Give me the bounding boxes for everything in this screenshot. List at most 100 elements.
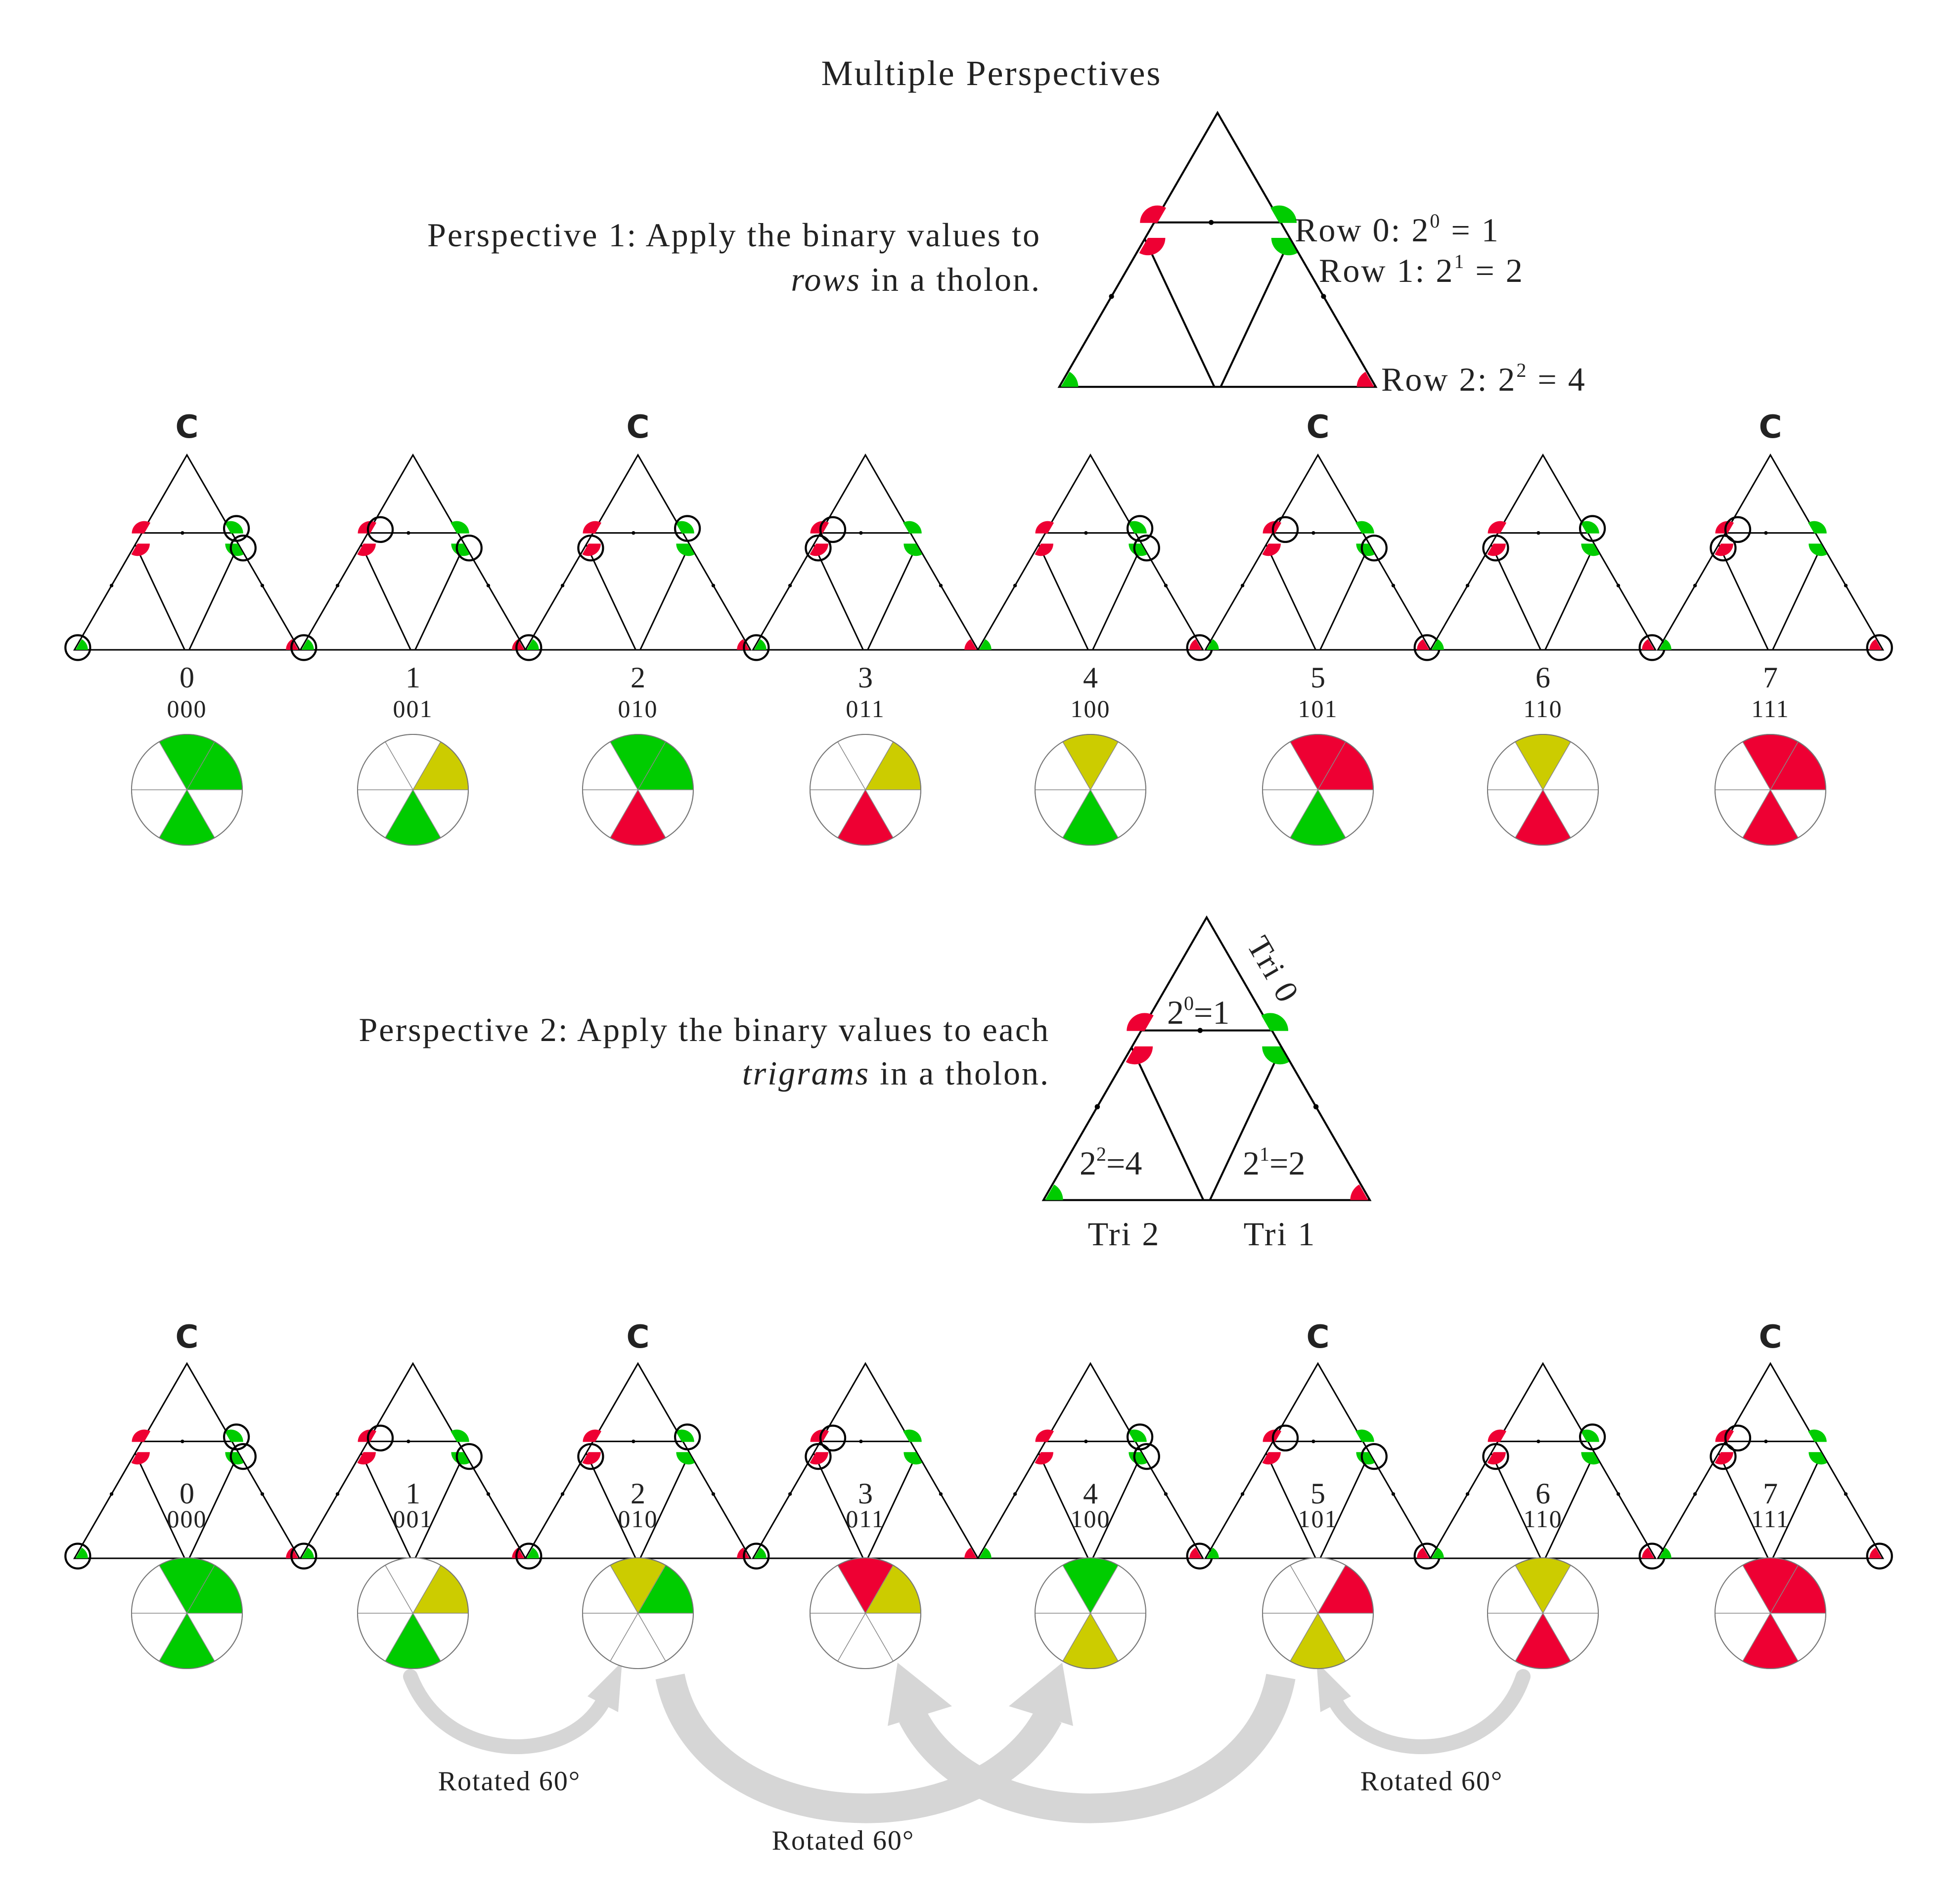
tholon-2 [515,453,752,661]
selection-circle [1579,515,1606,542]
green-marker-row2 [526,639,539,650]
arrow-right [1316,1662,1531,1754]
wheel-divider [1770,741,1799,790]
green-marker-row0 [225,521,243,534]
wheel-divider [1290,741,1318,790]
wheel-divider [412,789,441,838]
selection-circle [577,534,604,562]
tholon-number: 4 [1083,661,1098,694]
green-marker-row2 [301,1547,314,1559]
tholon-dot-1 [560,1492,565,1496]
tholon-right-inner-line [188,544,240,650]
wheel-divider [1062,789,1091,838]
tholon-dot-0 [1536,1439,1540,1444]
tholon-dot-0 [859,1439,863,1444]
trigram-wheel [582,734,694,846]
wheel-divider [159,789,187,838]
tholon-1 [290,453,527,661]
red-marker-row2 [1642,639,1655,650]
tholon-dot-0 [1764,1439,1768,1444]
wheel-divider [1317,1613,1346,1662]
tholon-0 [64,453,301,661]
wheel-top-left-inner [385,1558,441,1613]
tholon-outline [751,453,980,651]
arrow-middle-a-head [1009,1663,1073,1726]
tholon-number: 1 [406,661,420,694]
red-marker-row2 [512,639,525,650]
selection-circle [1710,1443,1737,1470]
row1-label: Row 1: 21 = 2 [1319,250,1524,289]
red-marker-row2 [737,639,750,650]
selection-circle [1360,1443,1388,1470]
trigram-wheel [357,734,469,846]
tholon-dot-2 [1616,1492,1621,1496]
tholon-binary: 000 [167,695,207,723]
wheel-divider [159,1565,187,1614]
red-marker-row0 [810,1429,829,1442]
selection-circle [1271,516,1299,543]
wheel-divider [186,741,215,790]
reference-tholon-rows [1057,110,1378,388]
tholon-dot-2 [711,584,716,588]
green-marker-row2 [754,1547,767,1559]
green-marker-row2 [1659,1547,1671,1559]
selection-circle [366,516,394,543]
red-marker-row2 [1189,1547,1202,1559]
c-marker-label: C [176,409,199,446]
wheel-bottom [1743,790,1798,846]
red-marker-row1 [1715,544,1733,556]
tholon-number: 4 [1083,1477,1098,1510]
tholon-right-inner-line [1319,1452,1371,1559]
wheel-divider [1317,741,1346,790]
row2-label: Row 2: 22 = 4 [1381,359,1586,398]
perspective2-trigrams-emphasis: trigrams [742,1054,870,1092]
tholon-left-inner-line [1130,1047,1205,1201]
red-marker-row0 [583,1429,602,1442]
tholon-binary: 011 [846,695,885,723]
selection-circle [577,1443,604,1470]
c-marker-label: C [1759,1319,1782,1356]
tholon-binary: 111 [1751,1505,1789,1533]
perspective2-reference-tholon [1041,915,1372,1201]
selection-circle [819,516,847,543]
wheel-divider [186,1565,215,1614]
wheel-top-left-inner [1743,734,1798,790]
tholon-outline [524,453,752,651]
green-marker-row2 [1659,639,1671,650]
top-trigram-value: 20=1 [1167,992,1229,1031]
red-marker-row0 [1035,1429,1054,1442]
trigram-wheel [357,1557,469,1669]
wheel-divider [1062,1613,1091,1662]
wheel-divider [637,741,666,790]
green-marker-row2 [754,639,767,650]
red-marker-row0 [132,521,151,534]
arrow-middle-b-shaft [899,1674,1296,1823]
wheel-divider [637,1613,666,1662]
red-marker-row1 [357,1452,376,1465]
perspective2-line2-rest: in a tholon. [870,1054,1050,1092]
wheel-outline [810,734,921,846]
tholon-dot-0 [1764,531,1768,535]
tholon-dot-2 [486,584,491,588]
tholon-dot-1 [1465,1492,1470,1496]
trigram-wheel [1487,734,1599,846]
wheel-divider [1090,789,1119,838]
red-marker-row0 [1263,1429,1282,1442]
c-marker-label: C [627,1319,650,1356]
red-marker-row1 [1035,1452,1053,1465]
wheel-bottom [385,790,441,846]
wheel-divider [1290,1613,1318,1662]
wheel-bottom [610,790,666,846]
green-marker-row1 [451,544,470,556]
wheel-divider [1062,741,1091,790]
tholon-left-inner-line [360,544,411,650]
wheel-divider [837,741,866,790]
wheel-top-left-inner [610,734,666,790]
wheel-bottom [1515,1613,1571,1669]
selection-circle [64,634,91,661]
tri1-label: Tri 1 [1244,1215,1316,1253]
selection-circle [743,634,770,661]
